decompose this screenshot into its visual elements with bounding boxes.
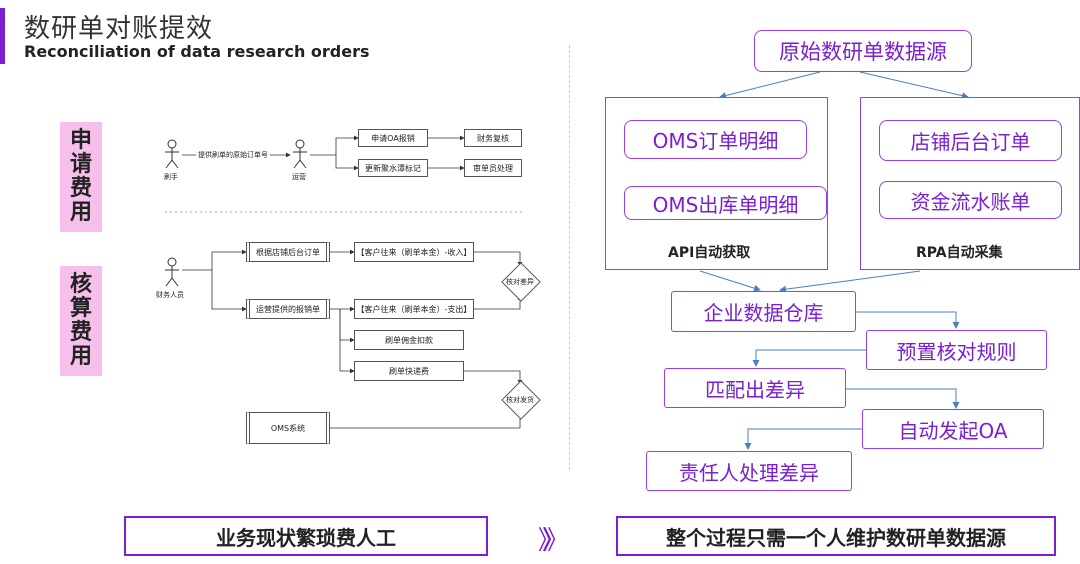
box-commission: 刷单佣金扣款 <box>354 330 464 350</box>
tag-apply-expense: 申请费用 <box>60 122 102 232</box>
actor-ops-figure <box>293 139 307 169</box>
actor-brusher-label: 刷手 <box>164 173 178 181</box>
box-oms-system: OMS系统 <box>246 412 330 444</box>
node-oms-out: OMS出库单明细 <box>624 186 827 220</box>
node-fund-flow: 资金流水账单 <box>879 181 1062 219</box>
actor-brusher-figure <box>165 139 179 169</box>
page-subtitle: Reconciliation of data research orders <box>24 42 370 61</box>
decision-check-ship-label: 核对发货 <box>506 396 534 404</box>
node-source: 原始数研单数据源 <box>754 30 972 72</box>
actor-ops-label: 运营 <box>292 173 306 181</box>
box-ops-reimbursement: 运营提供的报销单 <box>246 299 330 319</box>
box-auditor: 审单员处理 <box>464 159 522 177</box>
caption-api: API自动获取 <box>668 245 751 261</box>
caption-rpa: RPA自动采集 <box>916 245 1003 261</box>
box-express-fee: 刷单快递费 <box>354 361 464 381</box>
decision-check-diff-label: 核对差异 <box>506 278 534 286</box>
box-income: 【客户往来（刷单本金）-收入】 <box>354 242 474 262</box>
box-store-orders: 根据店铺后台订单 <box>246 242 330 262</box>
node-store-order: 店铺后台订单 <box>879 120 1062 161</box>
page-title: 数研单对账提效 <box>24 14 214 44</box>
node-warehouse: 企业数据仓库 <box>671 291 856 332</box>
tag-account-expense: 核算费用 <box>60 266 102 376</box>
node-match: 匹配出差异 <box>664 368 846 408</box>
center-divider <box>569 45 570 470</box>
node-oms-order: OMS订单明细 <box>624 120 807 159</box>
chevron-right-icon: 》》 <box>538 526 569 556</box>
edge-label-provide-order: 提供刷单的原始订单号 <box>196 150 270 160</box>
node-rules: 预置核对规则 <box>866 330 1047 370</box>
actor-finance-figure <box>165 257 179 287</box>
box-apply-oa: 申请OA报销 <box>358 129 428 147</box>
summary-current: 业务现状繁琐费人工 <box>124 516 488 556</box>
tag-apply-label: 申请费用 <box>69 128 92 225</box>
summary-improved: 整个过程只需一个人维护数研单数据源 <box>616 516 1056 556</box>
node-auto-oa: 自动发起OA <box>862 409 1044 449</box>
actor-finance-label: 财务人员 <box>156 291 184 299</box>
tag-account-label: 核算费用 <box>69 272 92 369</box>
box-update-mark: 更新聚水潭标记 <box>358 159 428 177</box>
box-finance-review: 财务复核 <box>464 129 522 147</box>
box-expense: 【客户往来（刷单本金）-支出】 <box>354 299 474 319</box>
title-accent-bar <box>0 8 5 64</box>
node-handle-diff: 责任人处理差异 <box>646 451 852 491</box>
